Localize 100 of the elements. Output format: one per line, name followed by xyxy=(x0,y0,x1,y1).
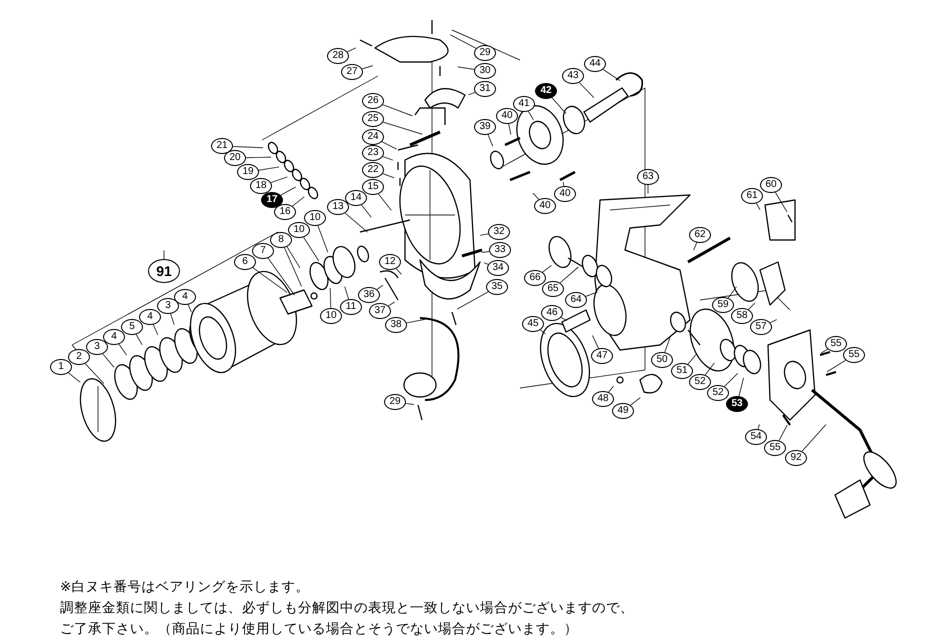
leader-line xyxy=(68,372,81,383)
leader-line xyxy=(382,141,398,150)
callout-number: 26 xyxy=(362,93,384,109)
leader-line xyxy=(270,176,288,183)
callout-number: 62 xyxy=(689,227,711,243)
leader-line xyxy=(484,262,489,265)
leader-line xyxy=(303,236,320,262)
callout-number: 91 xyxy=(148,259,180,283)
leader-line xyxy=(382,156,394,161)
callout-number: 40 xyxy=(534,198,556,214)
leader-line xyxy=(724,372,738,387)
leader-line xyxy=(562,182,564,186)
callout-number: 14 xyxy=(345,190,367,206)
leader-line xyxy=(578,82,594,98)
callout-number: 13 xyxy=(327,199,349,215)
leader-line xyxy=(542,265,552,273)
leader-line xyxy=(693,242,698,251)
leader-line xyxy=(608,386,614,392)
callout-number: 2 xyxy=(68,349,90,365)
callout-number: 35 xyxy=(486,279,508,295)
callout-number: 63 xyxy=(637,169,659,185)
callout-number: 34 xyxy=(487,260,509,276)
leader-line xyxy=(406,318,426,324)
callout-number: 33 xyxy=(489,242,511,258)
leader-line xyxy=(136,334,142,346)
leader-line xyxy=(344,212,368,232)
callout-number: 45 xyxy=(522,316,544,332)
leader-line xyxy=(778,424,788,441)
callout-number: 51 xyxy=(671,363,693,379)
callout-number: 44 xyxy=(584,56,606,72)
leader-line xyxy=(318,225,328,253)
callout-number: 61 xyxy=(741,188,763,204)
callout-number: 40 xyxy=(496,108,518,124)
leader-line xyxy=(376,284,384,290)
callout-number: 5 xyxy=(121,319,143,335)
leader-line xyxy=(84,363,104,384)
callout-number: 28 xyxy=(327,48,349,64)
leader-line xyxy=(346,48,356,52)
leader-line xyxy=(532,192,540,200)
callout-number: 92 xyxy=(785,450,807,466)
callout-number: 53 xyxy=(726,396,748,412)
callout-number: 18 xyxy=(250,178,272,194)
callout-number: 50 xyxy=(651,352,673,368)
leader-line xyxy=(826,360,846,372)
callout-number: 64 xyxy=(565,292,587,308)
leader-line xyxy=(118,344,127,356)
callout-number: 46 xyxy=(541,305,563,321)
leader-line xyxy=(528,110,534,120)
leader-line xyxy=(664,337,670,353)
leader-line xyxy=(292,196,305,206)
leader-line xyxy=(602,69,620,82)
callout-number: 39 xyxy=(474,119,496,135)
callout-number: 42 xyxy=(535,83,557,99)
callout-number: 29 xyxy=(474,45,496,61)
leader-line xyxy=(458,66,475,70)
leader-line xyxy=(630,397,641,406)
callout-number: 54 xyxy=(745,429,767,445)
leader-line xyxy=(362,65,374,70)
leader-line xyxy=(388,302,396,306)
leader-line xyxy=(268,258,295,296)
callout-number: 4 xyxy=(103,329,125,345)
leader-line xyxy=(450,34,476,49)
leader-line xyxy=(456,292,489,310)
leader-line xyxy=(344,286,349,300)
callout-number: 65 xyxy=(542,281,564,297)
callout-number: 10 xyxy=(320,308,342,324)
callout-number: 29 xyxy=(384,394,406,410)
leader-line xyxy=(592,335,599,349)
callout-number: 58 xyxy=(731,308,753,324)
leader-line xyxy=(382,173,395,178)
callout-number: 17 xyxy=(261,192,283,208)
callout-number: 66 xyxy=(524,270,546,286)
callout-number: 36 xyxy=(358,287,380,303)
callout-number: 24 xyxy=(362,129,384,145)
leader-line xyxy=(382,104,413,116)
leader-line xyxy=(382,122,423,135)
leader-line xyxy=(756,203,760,210)
callout-number: 21 xyxy=(211,138,233,154)
leader-line xyxy=(232,146,264,148)
leader-line xyxy=(258,166,280,171)
leader-line xyxy=(552,97,566,114)
callout-number: 52 xyxy=(689,374,711,390)
callout-number: 8 xyxy=(270,232,292,248)
callout-number: 20 xyxy=(224,150,246,166)
callout-number: 55 xyxy=(764,440,786,456)
leader-line xyxy=(728,286,737,298)
leader-line xyxy=(396,268,402,275)
callout-number: 43 xyxy=(562,68,584,84)
callout-number: 1 xyxy=(50,359,72,375)
callout-number: 32 xyxy=(488,224,510,240)
leader-line xyxy=(770,319,778,323)
leader-line xyxy=(361,204,372,218)
callout-number: 3 xyxy=(157,298,179,314)
leader-line xyxy=(170,313,175,325)
callout-number: 4 xyxy=(139,309,161,325)
leader-line xyxy=(775,192,788,212)
callout-number: 12 xyxy=(379,254,401,270)
leader-line xyxy=(802,424,826,452)
callout-number: 38 xyxy=(385,317,407,333)
callout-number: 52 xyxy=(707,385,729,401)
